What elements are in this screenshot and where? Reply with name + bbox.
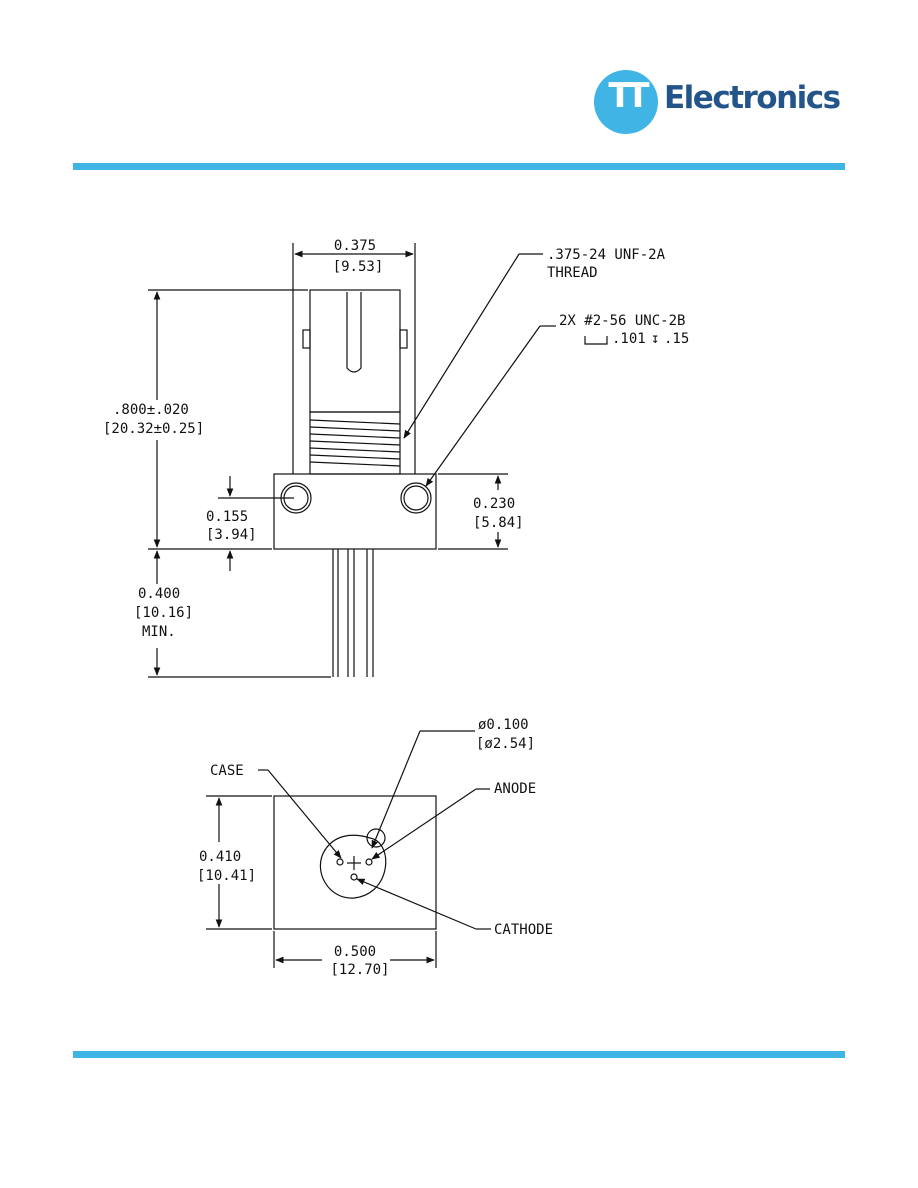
logo-circle-icon xyxy=(594,70,658,134)
bottom-height-in-label: 0.410 xyxy=(199,849,241,865)
tap-spec-label: 2X #2-56 UNC-2B xyxy=(559,313,685,329)
lead-note-label: MIN. xyxy=(142,624,176,640)
header-rule xyxy=(73,163,845,170)
thread-lines xyxy=(309,419,401,467)
anode-label: ANODE xyxy=(494,781,536,797)
thread-spec-label: .375-24 UNF-2A xyxy=(547,247,666,263)
diameter-mm-label: [ø2.54] xyxy=(476,736,535,752)
lead-in-label: 0.400 xyxy=(138,586,180,602)
flange-in-label: 0.230 xyxy=(473,496,515,512)
side-view-dimensions xyxy=(148,243,608,678)
lead-mm-label: [10.16] xyxy=(134,605,193,621)
height-mm-label: [20.32±0.25] xyxy=(103,421,204,437)
width-mm-label: [9.53] xyxy=(333,259,384,275)
thread-label: THREAD xyxy=(547,265,598,281)
side-view-outline xyxy=(273,289,437,677)
case-label: CASE xyxy=(210,763,244,779)
cathode-label: CATHODE xyxy=(494,922,553,938)
footer-rule xyxy=(73,1051,845,1058)
tap-depth-label: .101 xyxy=(612,331,646,347)
bottom-width-mm-label: [12.70] xyxy=(330,962,389,978)
tap-depth-value: .15 xyxy=(664,331,689,347)
bottom-view-outline xyxy=(273,795,437,930)
depth-symbol-icon: ↧ xyxy=(651,331,659,347)
diameter-in-label: ø0.100 xyxy=(478,717,529,733)
flange-mm-label: [5.84] xyxy=(473,515,524,531)
hole-in-label: 0.155 xyxy=(206,509,248,525)
bottom-view-dimensions xyxy=(206,730,491,968)
logo-mark: TT xyxy=(608,76,649,116)
bottom-width-in-label: 0.500 xyxy=(334,944,376,960)
height-in-label: .800±.020 xyxy=(113,402,189,418)
width-in-label: 0.375 xyxy=(334,238,376,254)
bottom-height-mm-label: [10.41] xyxy=(197,868,256,884)
logo-wordmark: Electronics xyxy=(664,80,841,116)
tt-electronics-logo: TT Electronics xyxy=(594,70,841,138)
hole-mm-label: [3.94] xyxy=(206,527,257,543)
